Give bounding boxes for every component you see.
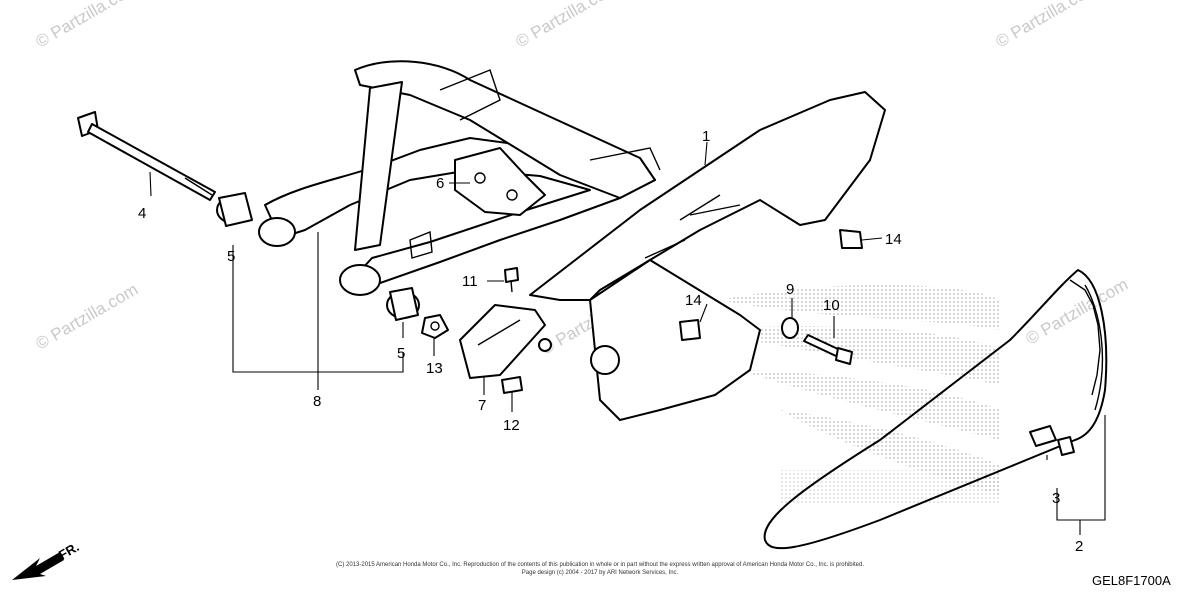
watermark: © Partzilla.com	[993, 0, 1102, 51]
pivot-bolt[interactable]	[77, 111, 216, 201]
callouts: 1 2 3 4 5 5 6 7 8 9 10 11 12 13 14 14	[138, 128, 1083, 555]
bushing-lower[interactable]	[386, 287, 420, 321]
watermark: © Partzilla.com	[33, 0, 142, 51]
copyright-line: (C) 2013-2015 American Honda Motor Co., …	[336, 562, 864, 568]
front-arrow-icon	[12, 552, 64, 580]
master-link[interactable]	[1029, 425, 1075, 456]
diagram-code: GEL8F1700A	[1092, 573, 1171, 588]
honda-wing-logo	[700, 285, 1000, 505]
watermark: © Partzilla.com	[1023, 275, 1132, 349]
watermark: © Partzilla.com	[513, 0, 622, 51]
bolt-14-upper[interactable]	[839, 229, 863, 249]
callout-5-upper[interactable]: 5	[227, 248, 235, 265]
chain-slider[interactable]	[459, 304, 552, 379]
callout-10[interactable]: 10	[823, 297, 840, 314]
swingarm[interactable]	[258, 60, 661, 296]
bolt-10[interactable]	[803, 334, 853, 365]
washer[interactable]	[781, 317, 799, 339]
callout-6[interactable]: 6	[436, 175, 444, 192]
bushing-upper[interactable]	[216, 192, 253, 227]
bolt-11[interactable]	[504, 267, 519, 293]
drive-chain[interactable]	[763, 269, 1108, 550]
page-design-line: Page design (c) 2004 - 2017 by ARI Netwo…	[522, 570, 679, 576]
nut[interactable]	[421, 314, 449, 339]
bolt-14-lower[interactable]	[679, 319, 701, 341]
chain-case[interactable]	[529, 91, 886, 421]
callout-1[interactable]: 1	[702, 128, 710, 145]
callout-5-lower[interactable]: 5	[397, 345, 405, 362]
callout-14-lower[interactable]: 14	[685, 292, 702, 309]
callout-11[interactable]: 11	[462, 273, 478, 290]
callout-7[interactable]: 7	[478, 397, 486, 414]
callout-2[interactable]: 2	[1075, 538, 1083, 555]
front-direction-indicator: FR.	[12, 539, 82, 580]
callout-9[interactable]: 9	[786, 281, 794, 298]
callout-14-upper[interactable]: 14	[885, 231, 902, 248]
chain-guide-plate[interactable]	[454, 147, 546, 216]
callout-3[interactable]: 3	[1052, 490, 1060, 507]
callout-8[interactable]: 8	[313, 393, 321, 410]
callout-12[interactable]: 12	[503, 417, 520, 434]
leader-lines	[149, 141, 1106, 535]
bolt-12[interactable]	[501, 376, 523, 394]
copyright-footer: (C) 2013-2015 American Honda Motor Co., …	[336, 562, 864, 576]
callout-4[interactable]: 4	[138, 205, 146, 222]
callout-13[interactable]: 13	[426, 360, 443, 377]
watermark: © Partzilla.com	[33, 280, 142, 354]
